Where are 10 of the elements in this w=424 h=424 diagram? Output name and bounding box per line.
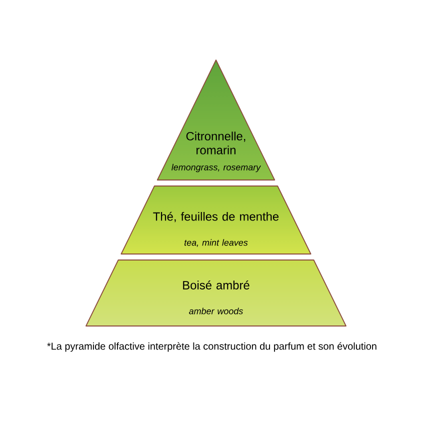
tier-subtitle: lemongrass, rosemary xyxy=(172,164,262,172)
tier-title: Boisé ambré xyxy=(183,280,250,290)
pyramid-tier xyxy=(120,186,312,254)
pyramid-tier xyxy=(86,260,346,326)
caption: *La pyramide olfactive interprète la construction du parfum et son évolution xyxy=(47,342,376,352)
tier-title: Thé, feuilles de menthe xyxy=(153,212,279,222)
pyramid-tier xyxy=(156,60,276,180)
tier-title: Citronnelle, romarin xyxy=(186,132,246,154)
tier-subtitle: amber woods xyxy=(189,308,243,314)
tier-subtitle: tea, mint leaves xyxy=(184,239,248,247)
